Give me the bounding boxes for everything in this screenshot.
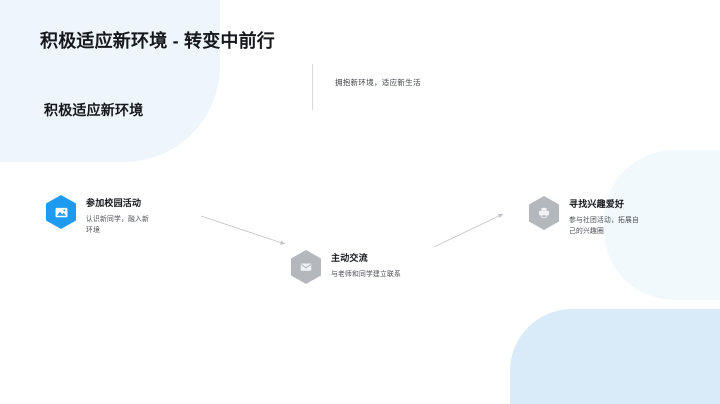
flow-node-1-title: 参加校园活动: [86, 198, 142, 208]
decorative-blob-top-left-secondary: [0, 0, 150, 155]
flow-node-2-desc: 与老师和同学建立联系: [331, 271, 401, 278]
page-title: 积极适应新环境 - 转变中前行: [40, 31, 275, 51]
envelope-icon: [291, 250, 321, 284]
flow-node-1-body: 参加校园活动 认识新同学，融入新环境: [86, 195, 152, 236]
flow-node-2[interactable]: 主动交流 与老师和同学建立联系: [291, 250, 403, 284]
printer-icon: [529, 196, 559, 230]
flow-node-3-desc: 参与社团活动，拓展自己的兴趣圈: [569, 217, 639, 236]
subtitle-block: 拥抱新环境，适应新生活: [312, 64, 421, 110]
flow-node-3[interactable]: 寻找兴趣爱好 参与社团活动，拓展自己的兴趣圈: [529, 196, 641, 237]
flow-node-2-body: 主动交流 与老师和同学建立联系: [331, 250, 403, 280]
flow-node-2-title: 主动交流: [331, 253, 368, 263]
arrow-node1-to-node2: [200, 215, 286, 245]
flow-node-3-body: 寻找兴趣爱好 参与社团活动，拓展自己的兴趣圈: [569, 196, 641, 237]
flow-node-1[interactable]: 参加校园活动 认识新同学，融入新环境: [46, 195, 152, 236]
flow-node-3-title: 寻找兴趣爱好: [569, 199, 625, 209]
image-icon: [46, 195, 76, 229]
decorative-blob-top-left: [0, 0, 220, 162]
section-heading: 积极适应新环境: [44, 102, 144, 118]
subtitle-text: 拥抱新环境，适应新生活: [335, 78, 421, 87]
flow-node-1-desc: 认识新同学，融入新环境: [86, 216, 149, 235]
arrow-node2-to-node3: [433, 213, 504, 248]
decorative-blob-bottom-right: [510, 309, 720, 404]
vertical-divider: [312, 64, 313, 110]
